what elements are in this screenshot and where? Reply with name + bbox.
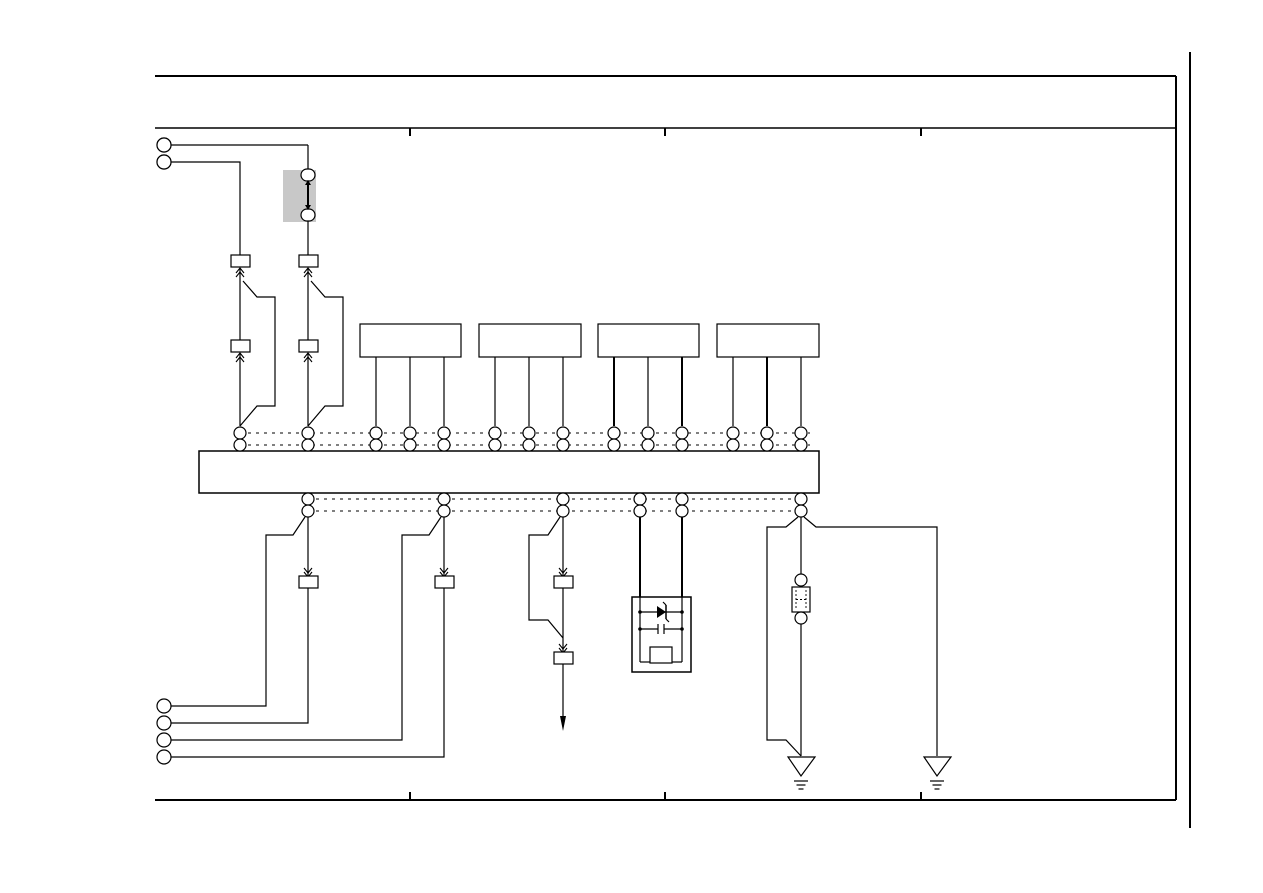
diode-icon: [640, 601, 682, 623]
wire-chain-240: [230, 254, 276, 427]
ground-symbol-icon: [786, 756, 817, 790]
solenoid-module: [631, 517, 692, 673]
wire-chain-308: [298, 254, 344, 427]
component-box-3: [597, 323, 700, 426]
ecu-block: [198, 450, 820, 494]
terminal-bottom-group: [156, 698, 172, 765]
terminal-circle-icon: [156, 137, 172, 153]
frame: [155, 52, 1191, 828]
component-box-4: [716, 323, 820, 426]
terminal-top-1: [156, 137, 308, 153]
connector-pin-icon: [230, 254, 251, 268]
wire-branch-308: [171, 516, 319, 724]
terminal-top-2: [156, 154, 241, 255]
capacitor-icon: [640, 624, 682, 634]
connector-pin-icon: [434, 575, 455, 589]
wire-branch-ground: [766, 516, 938, 757]
connector-pin-icon: [553, 651, 574, 665]
wire-branch-444: [171, 516, 455, 758]
ecu-pins-bottom: [301, 492, 808, 518]
inline-connector-icon: [283, 145, 316, 255]
inline-connector-icon: [791, 573, 811, 625]
connector-dashes-bottom: [316, 498, 810, 512]
ground-symbol-icon: [922, 756, 953, 790]
component-box-2: [478, 323, 582, 426]
terminal-circle-icon: [156, 715, 172, 731]
terminal-circle-icon: [156, 698, 172, 714]
connector-pin-icon: [230, 339, 251, 353]
ecu-pins-top: [233, 426, 808, 452]
connector-pin-icon: [298, 254, 319, 268]
arrow-down-icon: [560, 716, 566, 731]
connector-pin-icon: [298, 339, 319, 353]
terminal-circle-icon: [156, 749, 172, 765]
wire-branch-563: [528, 516, 574, 731]
connector-pin-icon: [298, 575, 319, 589]
connector-pin-icon: [553, 575, 574, 589]
component-box-1: [359, 323, 462, 426]
terminal-circle-icon: [156, 154, 172, 170]
resistor-icon: [649, 646, 673, 664]
terminal-circle-icon: [156, 732, 172, 748]
